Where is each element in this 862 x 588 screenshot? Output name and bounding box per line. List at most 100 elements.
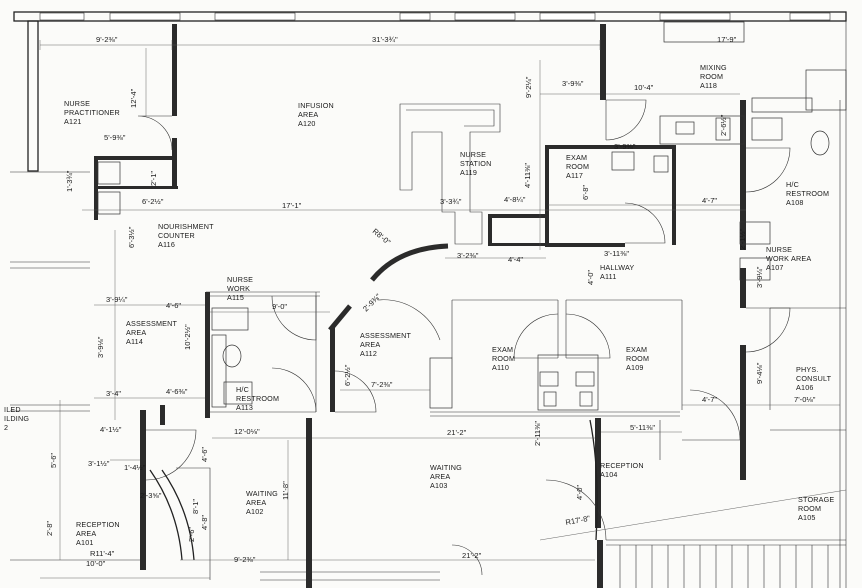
dim-label: 2'-11⅜"	[533, 421, 542, 446]
nurse-station-counter	[399, 103, 501, 245]
dim-label: 11'-8"	[281, 481, 290, 500]
dim-label: 21'-2"	[462, 551, 482, 560]
dim-label: 6'-2½"	[343, 364, 352, 386]
dim-label: 4'-8"	[200, 515, 209, 530]
dim-label: 31'-3¾"	[372, 35, 398, 44]
dim-label: 5'-6"	[49, 453, 58, 468]
dim-label: 9'-4⅛"	[755, 362, 764, 384]
curved-wall	[370, 243, 449, 282]
dim-label: 7'-0⅛"	[794, 395, 816, 404]
dim-label: 8'-1"	[191, 499, 200, 514]
dim-label: 4'-7"	[702, 395, 717, 404]
interior-walls	[94, 24, 746, 588]
dim-label: 3'-4"	[106, 389, 121, 398]
partitions	[206, 21, 847, 588]
dim-label: 4'-11⅜"	[523, 163, 532, 188]
dim-label: 4'-8¼"	[504, 195, 526, 204]
dim-label: 10'-4"	[634, 83, 654, 92]
dim-label: 2'-1½"	[738, 228, 747, 250]
mixing-room-counters	[659, 21, 847, 145]
dim-label: 9'-2¼"	[524, 76, 533, 98]
dim-label: 2'-3⅝"	[140, 491, 162, 500]
dimension-lines	[39, 40, 840, 579]
dim-label: 6'-8"	[581, 185, 590, 200]
dim-label: 2'-1"	[149, 171, 158, 186]
dim-label: 2'-9⅜"	[361, 292, 383, 314]
reception-counters	[149, 419, 598, 580]
dim-label: 4'-6⅜"	[166, 387, 188, 396]
dim-label: 3'-9¼"	[755, 266, 764, 288]
dimension-labels: 9'-2⅜" 31'-3¾" 17'-9" 12'-4" 3'-9⅜" 5'-9…	[45, 35, 816, 568]
dim-label: 1'-3¾"	[65, 170, 74, 192]
dim-label: 5'-11⅜"	[630, 423, 655, 432]
exam-sinks	[429, 354, 599, 411]
dim-label: 6'-2½"	[142, 197, 164, 206]
dim-label: 7'-2⅜"	[371, 380, 393, 389]
dim-label: 3'-1½"	[88, 459, 110, 468]
dim-label: 4'-6"	[200, 447, 209, 462]
dim-label: 4'-0"	[575, 485, 584, 500]
dim-label: 3'-11⅜"	[604, 249, 629, 258]
dim-label: R8'-0"	[371, 227, 393, 247]
dim-label: 5'-9⅜"	[104, 133, 126, 142]
exterior-top-wall	[13, 11, 847, 22]
dim-label: 17'-9"	[717, 35, 737, 44]
dim-label: 12'-0⅛"	[234, 427, 260, 436]
dim-label: 9'-2⅜"	[96, 35, 118, 44]
dim-label: 21'-2"	[447, 428, 467, 437]
dim-label: 10'-0"	[86, 559, 106, 568]
dim-label: 10'-2½"	[183, 324, 192, 350]
dim-label: 4'-4"	[508, 255, 523, 264]
dim-label: 6'-3½"	[127, 226, 136, 248]
dim-label: 3'-2⅜"	[457, 251, 479, 260]
dim-label: 2'-6½"	[719, 114, 728, 136]
dim-label: 9'-0"	[272, 302, 287, 311]
dim-label: 2'-8"	[45, 521, 54, 536]
dim-label: 4'-7"	[702, 196, 717, 205]
dim-label: 17'-1"	[282, 201, 302, 210]
door-swings	[137, 99, 791, 576]
restroom-fixtures	[97, 117, 830, 408]
angled-wall	[328, 304, 352, 332]
dim-label: 4'-1½"	[100, 425, 122, 434]
bottom-structure	[10, 489, 847, 588]
dim-label: 3'-3¾"	[440, 197, 462, 206]
dim-label: R17'-8"	[565, 514, 591, 527]
dim-label: 4'-0"	[586, 270, 595, 285]
dim-label: 1'-4½"	[124, 463, 146, 472]
dim-label: 3'-9⅜"	[562, 79, 584, 88]
dim-label: 2'-6"	[187, 527, 196, 542]
dim-label: 12'-4"	[129, 88, 138, 108]
dim-label: 3'-9¼"	[106, 295, 128, 304]
dim-label: 9'-2⅜"	[234, 555, 256, 564]
exterior-left-wall	[10, 20, 90, 412]
dim-label: 3'-9⅛"	[96, 336, 105, 358]
dim-label: R11'-4"	[90, 549, 115, 558]
dim-label: 3'-9⅜"	[614, 142, 636, 151]
dim-label: 4'-6"	[166, 301, 181, 310]
